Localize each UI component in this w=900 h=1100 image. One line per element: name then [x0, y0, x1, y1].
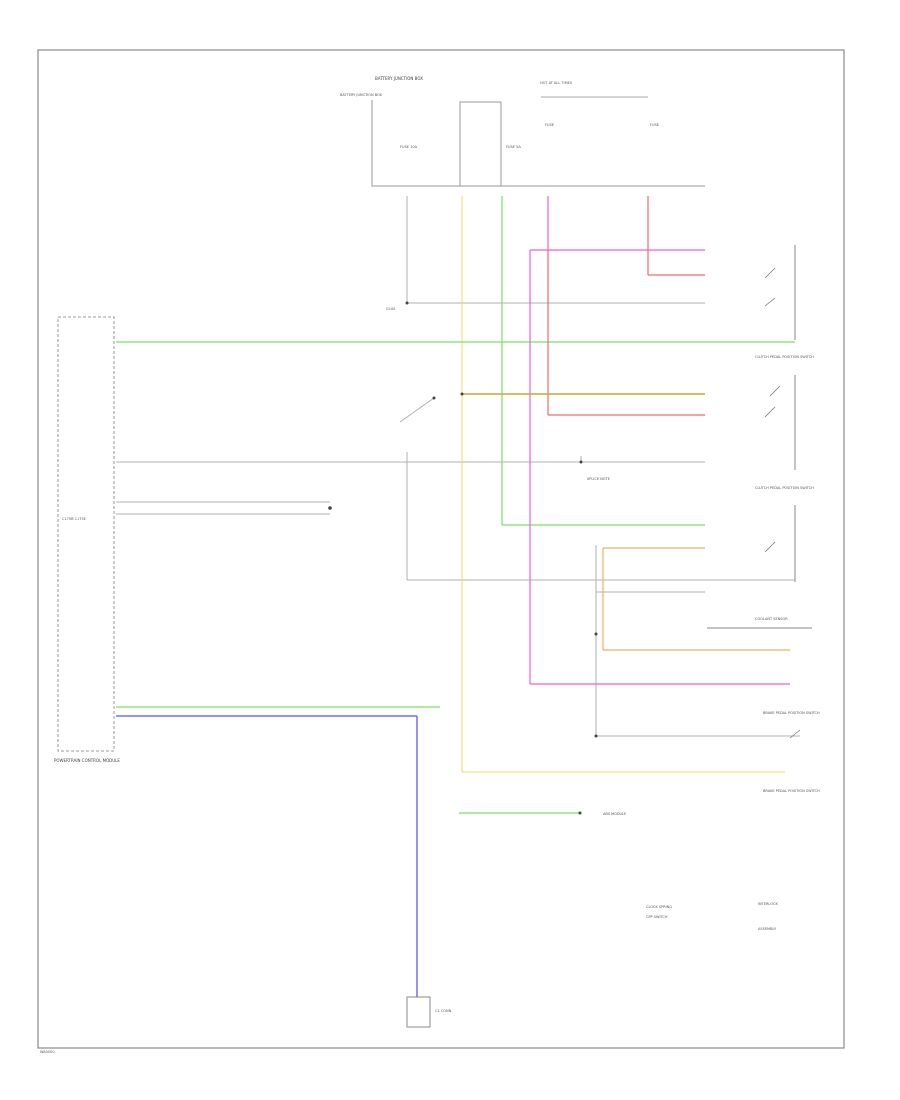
green-wires — [116, 196, 795, 814]
clutch-switch-label: CLUTCH PEDAL POSITION SWITCH — [755, 355, 814, 359]
fuse-box-side-label: BATTERY JUNCTION BOX — [340, 93, 383, 97]
fuse-mid-label: FUSE 5A — [506, 145, 521, 149]
hot-header-label: HOT AT ALL TIMES — [540, 81, 573, 85]
interlock-label: INTERLOCK — [758, 902, 778, 906]
abs-module-label: ABS MODULE — [603, 812, 626, 816]
pcm-module — [57, 316, 115, 752]
splice-note-label: SPLICE NOTE — [587, 477, 610, 481]
figure-code-label: WA0000 — [40, 1050, 55, 1054]
fuse-r1-label: FUSE — [545, 123, 554, 127]
pink-wires — [529, 196, 790, 685]
bottom-connector-box — [406, 996, 431, 1028]
brake-switch-label-2: BRAKE PEDAL POSITION SWITCH — [763, 789, 820, 793]
fuse-box-title: BATTERY JUNCTION BOX — [375, 76, 423, 81]
pcm-label: POWERTRAIN CONTROL MODULE — [54, 758, 120, 763]
ground-label: G100 — [386, 307, 395, 311]
red-wires — [547, 196, 705, 416]
battery-junction-box: BATTERY JUNCTION BOX BATTERY JUNCTION BO… — [340, 76, 705, 187]
switch-contacts — [764, 267, 801, 739]
assembly-label: ASSEMBLY — [758, 927, 777, 931]
clutch-switch-label-2: CLUTCH PEDAL POSITION SWITCH — [755, 486, 814, 490]
clutch-switch-box — [707, 245, 812, 629]
clock-spring-label: CLOCK SPRING — [646, 905, 672, 909]
gray-wires — [116, 196, 800, 737]
pcm-connectors-label: C175B C175E — [62, 517, 86, 521]
bottom-connector-label: C1 CONN — [435, 1009, 452, 1013]
cpp-switch-label: CPP SWITCH — [646, 915, 668, 919]
orange-wires — [602, 547, 790, 651]
coolant-sensor-label: COOLANT SENSOR — [755, 617, 788, 621]
diagram-border — [37, 49, 845, 1049]
fuse-r2-label: FUSE — [650, 123, 659, 127]
brake-switch-label: BRAKE PEDAL POSITION SWITCH — [763, 711, 820, 715]
blue-wire — [116, 715, 418, 997]
fuse-left-label: FUSE 10A — [400, 145, 418, 149]
splice-dots — [328, 301, 598, 815]
